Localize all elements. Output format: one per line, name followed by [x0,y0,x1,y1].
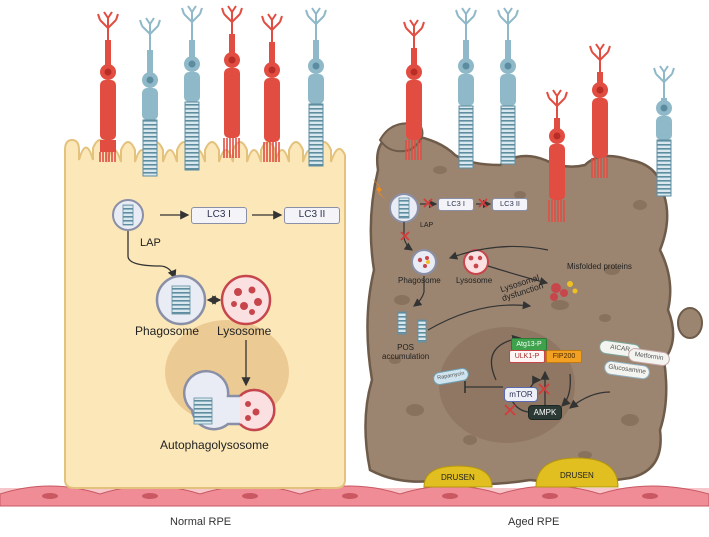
drusen-deposits [423,457,619,488]
cone-cell [403,19,425,160]
rod-cell [139,17,161,177]
rod-cell [181,5,203,171]
autophagolysosome-label: Autophagolysosome [160,438,269,452]
aged-rpe-caption: Aged RPE [508,516,560,528]
drusen-label-1: DRUSEN [441,473,475,482]
ampk-box: AMPK [528,405,562,420]
misfolded-proteins-icon [550,281,578,301]
rod-cell [653,65,675,197]
aged-photoreceptors [403,7,675,222]
lc3-1-box: LC3 I [191,207,247,224]
choroid-layer [0,485,709,507]
aged-lap-label: LAP [420,222,434,229]
normal-pathway [112,199,283,432]
aged-pathway [372,178,611,416]
rod-cell [497,7,519,165]
pos-accumulation-label: POS accumulation [382,343,430,362]
lysosome-label: Lysosome [217,324,272,338]
normal-rpe-caption: Normal RPE [170,516,232,528]
aged-nucleus [439,327,575,443]
aged-lysosome-label: Lysosome [456,276,493,285]
ulk1-p-tag: ULK1-P [509,350,545,363]
cone-cell [221,5,243,158]
normal-rpe-cell [64,138,346,489]
aged-lc3-1-box: LC3 I [438,198,474,211]
rod-cell [305,7,327,167]
misfolded-proteins-label: Misfolded proteins [567,262,632,271]
aged-lc3-2-box: LC3 II [492,198,528,211]
cone-cell [261,13,283,162]
aged-phagosome-label: Phagosome [398,276,441,285]
rod-cell [455,7,477,169]
lightning-icon [372,178,386,200]
mtor-box: mTOR [504,387,538,402]
fip200-tag: FIP200 [546,350,582,363]
cone-cell [589,43,611,178]
lc3-2-box: LC3 II [284,207,340,224]
cone-cell [546,89,568,222]
normal-photoreceptors [97,5,327,177]
lap-label: LAP [140,237,161,249]
drusen-label-2: DRUSEN [560,471,594,480]
aged-lysosome [463,249,489,275]
phagosome-label: Phagosome [135,324,200,338]
lysosome [220,274,272,326]
cone-cell [97,11,119,162]
aged-phagosome [411,249,437,275]
